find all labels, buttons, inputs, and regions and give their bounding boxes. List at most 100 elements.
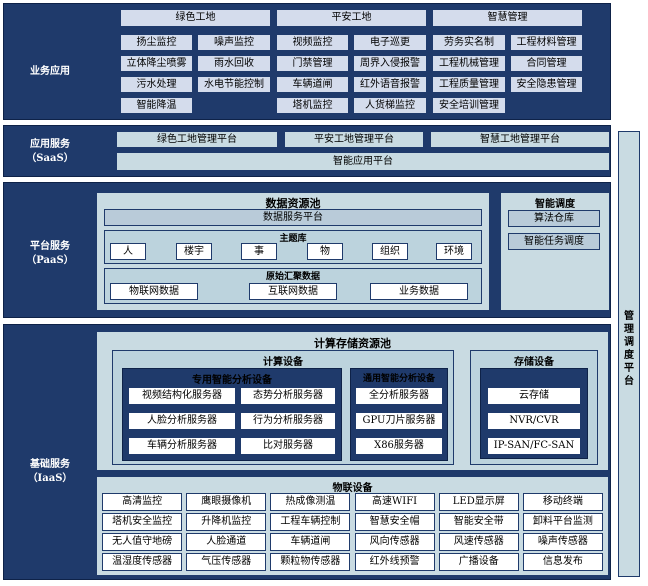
green-site-header[interactable]: 绿色工地: [120, 9, 271, 27]
iot-device[interactable]: 智能安全带: [438, 513, 519, 531]
smart-platform[interactable]: 智慧工地管理平台: [430, 131, 610, 148]
green-item[interactable]: 扬尘监控: [120, 34, 193, 51]
iot-device[interactable]: 人脸通道: [186, 533, 267, 551]
iot-device[interactable]: 温湿度传感器: [102, 553, 183, 571]
smart-item[interactable]: 劳务实名制: [432, 34, 506, 51]
green-platform[interactable]: 绿色工地管理平台: [116, 131, 278, 148]
iot-device[interactable]: 塔机安全监控: [102, 513, 183, 531]
smart-item[interactable]: 工程质量管理: [432, 76, 506, 93]
storage-devices-title: 存储设备: [514, 357, 554, 368]
dedicated-server[interactable]: 态势分析服务器: [240, 387, 336, 405]
safe-item[interactable]: 塔机监控: [276, 97, 349, 114]
general-analysis-title: 通用智能分析设备: [362, 374, 435, 384]
safe-item[interactable]: 人货梯监控: [353, 97, 427, 114]
dedicated-analysis-title: 专用智能分析设备: [192, 375, 272, 386]
green-item[interactable]: 雨水回收: [197, 55, 271, 72]
general-server[interactable]: GPU刀片服务器: [355, 412, 443, 430]
safe-item[interactable]: 视频监控: [276, 34, 349, 51]
green-item[interactable]: 立体降尘喷雾: [120, 55, 193, 72]
safe-item[interactable]: 红外语音报警: [353, 76, 427, 93]
green-item[interactable]: 水电节能控制: [197, 76, 271, 93]
general-server[interactable]: 全分析服务器: [355, 387, 443, 405]
iot-device[interactable]: 移动终端: [522, 493, 603, 511]
theme-item[interactable]: 物: [307, 243, 343, 260]
green-item[interactable]: 污水处理: [120, 76, 193, 93]
dedicated-server[interactable]: 车辆分析服务器: [128, 437, 236, 455]
theme-item[interactable]: 环境: [436, 243, 472, 260]
management-scheduling-label: 管 理 调 度 平 台: [618, 310, 640, 388]
storage-item[interactable]: NVR/CVR: [487, 412, 581, 430]
dedicated-server[interactable]: 比对服务器: [240, 437, 336, 455]
iot-device[interactable]: 噪声传感器: [522, 533, 603, 551]
data-resource-pool-title: 数据资源池: [265, 197, 321, 210]
mgmt-char: 台: [624, 376, 634, 387]
iot-device[interactable]: 智慧安全帽: [354, 513, 435, 531]
mgmt-char: 平: [624, 363, 634, 374]
safe-item[interactable]: 门禁管理: [276, 55, 349, 72]
iot-device[interactable]: 红外线预警: [354, 553, 435, 571]
raw-data-title: 原始汇聚数据: [265, 272, 320, 282]
iot-device[interactable]: 车辆道闸: [270, 533, 351, 551]
dedicated-server[interactable]: 人脸分析服务器: [128, 412, 236, 430]
compute-devices-title: 计算设备: [263, 357, 303, 368]
iot-device[interactable]: 工程车辆控制: [270, 513, 351, 531]
iot-device[interactable]: 信息发布: [522, 553, 603, 571]
mgmt-char: 度: [624, 350, 634, 361]
iot-device[interactable]: 气压传感器: [186, 553, 267, 571]
iot-device[interactable]: 高速WIFI: [354, 493, 435, 511]
smart-item[interactable]: 合同管理: [510, 55, 583, 72]
safe-platform[interactable]: 平安工地管理平台: [284, 131, 424, 148]
data-service-platform[interactable]: 数据服务平台: [104, 209, 482, 226]
safe-item[interactable]: 电子巡更: [353, 34, 427, 51]
algorithm-warehouse[interactable]: 算法仓库: [508, 210, 600, 227]
theme-library: [104, 230, 482, 264]
paas-label: 平台服务 （PaaS）: [14, 240, 86, 268]
iaas-label: 基础服务 （IaaS）: [14, 458, 86, 486]
dedicated-server[interactable]: 视频结构化服务器: [128, 387, 236, 405]
general-server[interactable]: X86服务器: [355, 437, 443, 455]
green-item[interactable]: 噪声监控: [197, 34, 271, 51]
safe-item[interactable]: 车辆道闸: [276, 76, 349, 93]
iot-device[interactable]: 颗粒物传感器: [270, 553, 351, 571]
iot-device[interactable]: 高清监控: [102, 493, 183, 511]
smart-item[interactable]: 安全隐患管理: [510, 76, 583, 93]
smart-management-header[interactable]: 智慧管理: [432, 9, 583, 27]
iot-device[interactable]: 风向传感器: [354, 533, 435, 551]
smart-task-scheduling[interactable]: 智能任务调度: [508, 233, 600, 250]
saas-label-line: 应用服务: [30, 139, 70, 150]
iot-device[interactable]: 风速传感器: [438, 533, 519, 551]
business-application-label-line: 业务应用: [30, 66, 70, 77]
smart-item[interactable]: 工程机械管理: [432, 55, 506, 72]
iot-device[interactable]: 升降机监控: [186, 513, 267, 531]
iaas-label-line: 基础服务: [30, 459, 70, 470]
iot-device[interactable]: 鹰眼摄像机: [186, 493, 267, 511]
iot-devices-title: 物联设备: [332, 483, 373, 494]
smart-application-platform[interactable]: 智能应用平台: [116, 152, 610, 171]
dedicated-server[interactable]: 行为分析服务器: [240, 412, 336, 430]
smart-item[interactable]: 工程材料管理: [510, 34, 583, 51]
smart-scheduling-title: 智能调度: [535, 199, 575, 210]
theme-item[interactable]: 人: [110, 243, 146, 260]
iot-device[interactable]: 热成像测温: [270, 493, 351, 511]
iot-device[interactable]: 卸料平台监测: [522, 513, 603, 531]
safe-item[interactable]: 周界入侵报警: [353, 55, 427, 72]
raw-data-item[interactable]: 业务数据: [370, 283, 468, 300]
storage-item[interactable]: IP-SAN/FC-SAN: [487, 437, 581, 455]
theme-library-title: 主题库: [279, 234, 307, 244]
iot-device[interactable]: LED显示屏: [438, 493, 519, 511]
storage-item[interactable]: 云存储: [487, 387, 581, 405]
theme-item[interactable]: 事: [241, 243, 277, 260]
theme-item[interactable]: 组织: [372, 243, 408, 260]
iot-device[interactable]: 无人值守地磅: [102, 533, 183, 551]
theme-item[interactable]: 楼宇: [176, 243, 212, 260]
smart-item[interactable]: 安全培训管理: [432, 97, 506, 114]
paas-label-line: 平台服务: [30, 241, 70, 252]
raw-data-item[interactable]: 物联网数据: [110, 283, 198, 300]
iot-device[interactable]: 广播设备: [438, 553, 519, 571]
management-scheduling-platform[interactable]: [618, 131, 640, 577]
raw-data-item[interactable]: 互联网数据: [249, 283, 337, 300]
green-item[interactable]: 智能降温: [120, 97, 193, 114]
saas-label-line: （SaaS）: [26, 153, 74, 164]
safe-site-header[interactable]: 平安工地: [276, 9, 427, 27]
